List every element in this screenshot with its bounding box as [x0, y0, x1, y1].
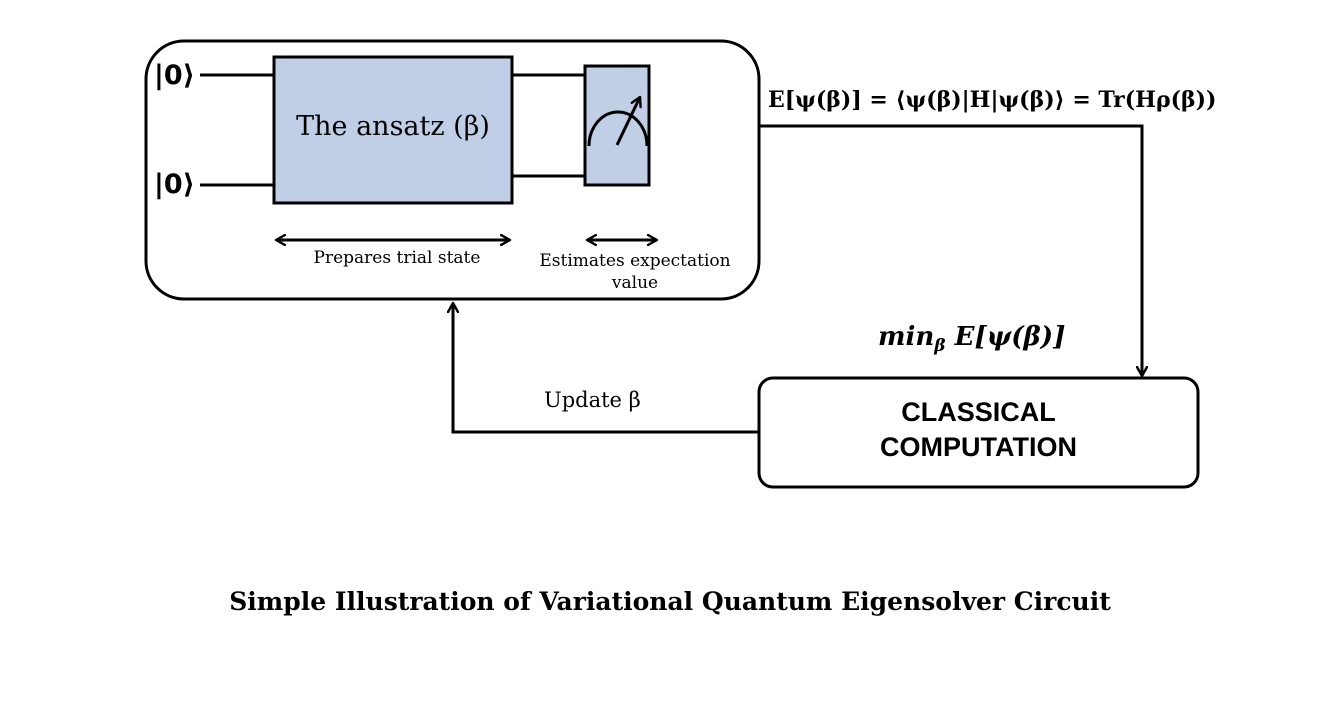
- min-formula-tail: E[ψ(β)]: [945, 322, 1066, 352]
- measurement-meter-arc-icon: [587, 110, 649, 147]
- estimates-expectation-label: Estimates expectation value: [539, 251, 731, 294]
- update-beta-label: Update β: [544, 388, 641, 412]
- expectation-to-classical-arrow: [759, 124, 1142, 376]
- update-parameters-arrow: [453, 303, 759, 434]
- min-subscript: β: [934, 336, 946, 357]
- minimization-formula: minβ E[ψ(β)]: [878, 324, 1065, 355]
- ansatz-label: The ansatz (β): [296, 111, 490, 142]
- diagram-caption: Simple Illustration of Variational Quant…: [229, 587, 1111, 616]
- prepares-trial-state-label: Prepares trial state: [313, 248, 481, 268]
- classical-computation-label: CLASSICAL COMPUTATION: [880, 397, 1077, 462]
- ansatz-box: [272, 55, 514, 205]
- measurement-meter-needle-icon: [615, 97, 640, 146]
- energy-expectation-formula: E[ψ(β)] = ⟨ψ(β)|H|ψ(β)⟩ = Tr(Hρ(β)): [768, 87, 1217, 113]
- qubit-label-top: |0⟩: [154, 60, 195, 91]
- qubit-label-bottom: |0⟩: [154, 169, 195, 200]
- min-operator: min: [878, 322, 935, 352]
